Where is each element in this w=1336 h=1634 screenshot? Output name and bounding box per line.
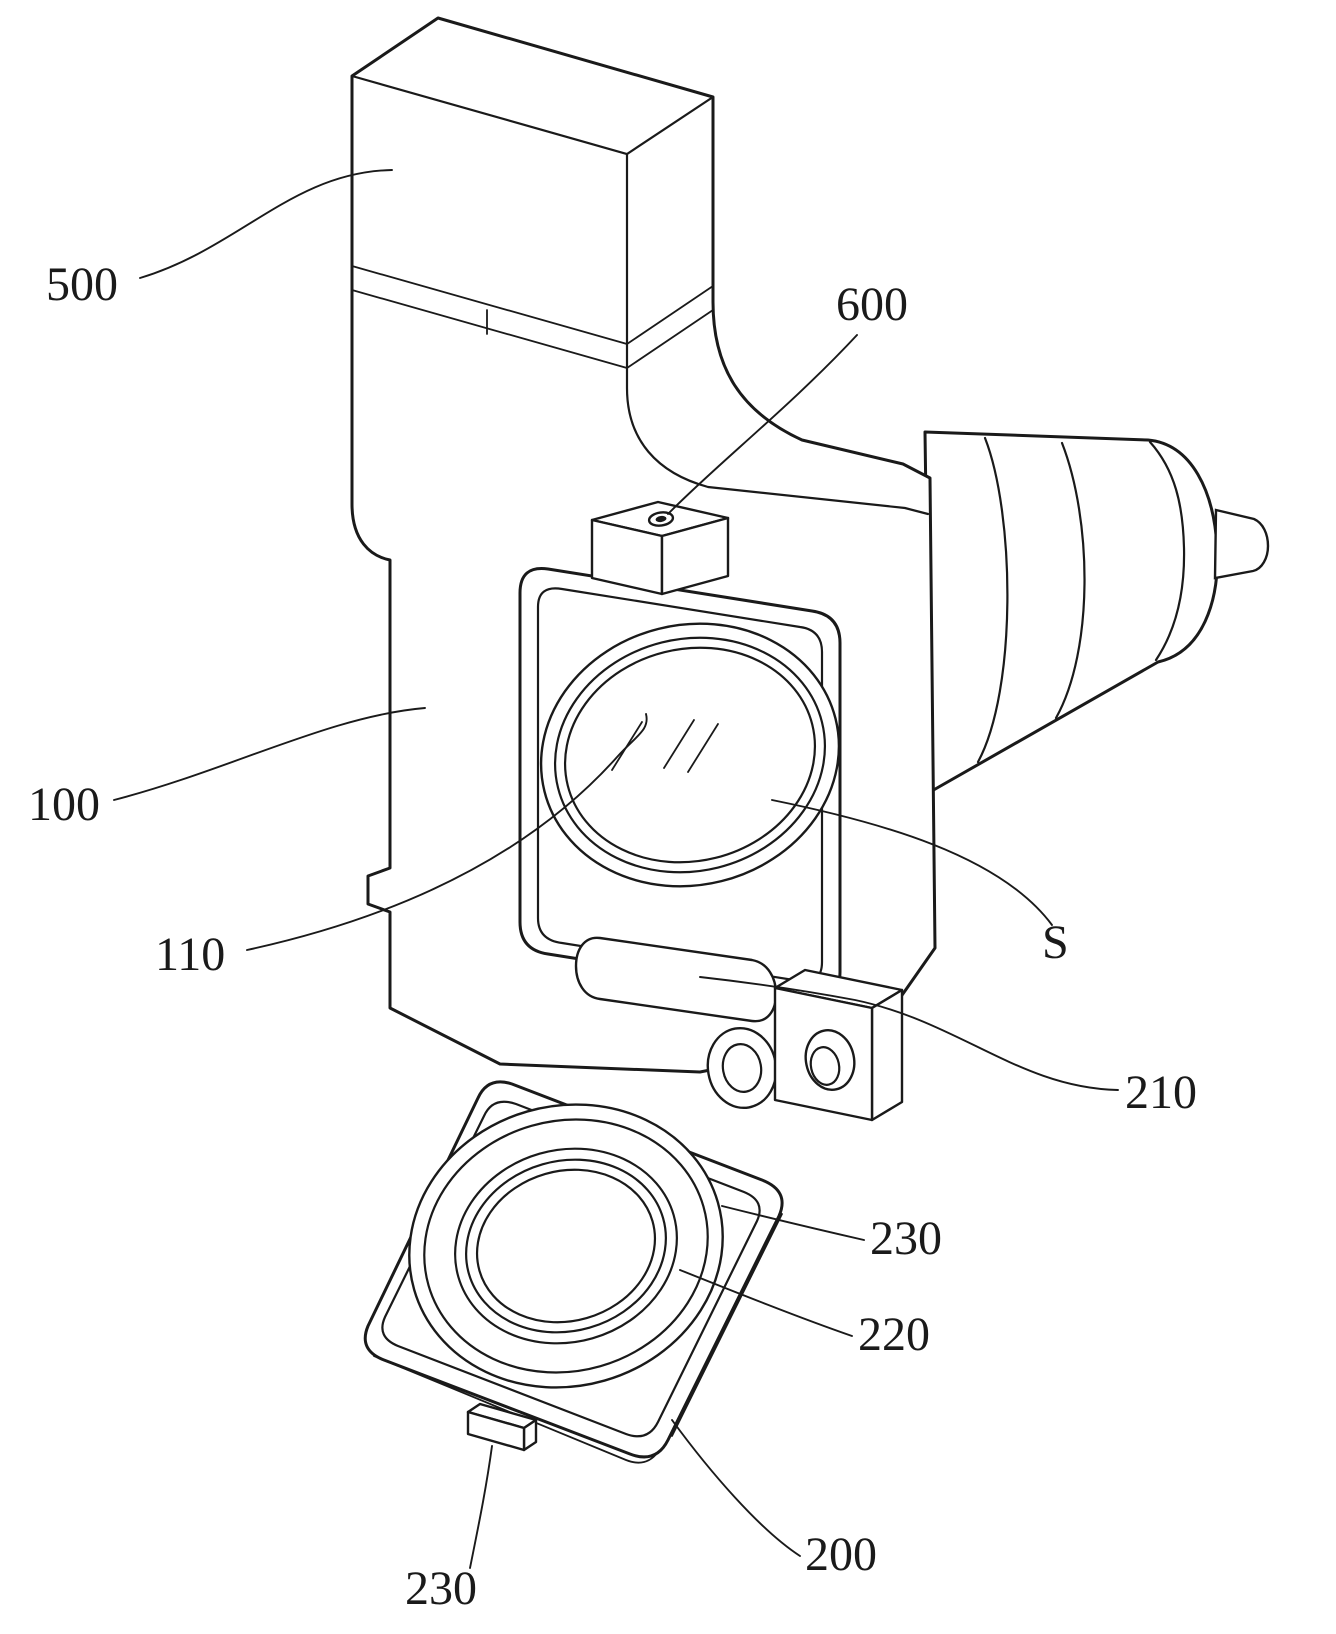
seal-ring-outer	[454, 1147, 678, 1345]
label-600: 600	[836, 278, 908, 331]
label-210: 210	[1125, 1066, 1197, 1119]
motor-assembly	[923, 430, 1270, 794]
plate-inner-rim	[381, 1100, 761, 1438]
cover-plate	[363, 1080, 784, 1464]
hinge-barrel	[574, 936, 778, 1023]
lens-surface-ring	[563, 646, 817, 864]
label-200: 200	[805, 1528, 877, 1581]
leader-220	[679, 1269, 853, 1337]
mirror-hatch-2	[663, 719, 695, 769]
lens-outer-ring	[539, 622, 841, 888]
leader-230-bottom	[469, 1445, 493, 1569]
label-S: S	[1042, 916, 1069, 969]
hinge-pin-end-inner	[721, 1043, 763, 1093]
hinge-assembly	[574, 936, 904, 1122]
lens-bevel-ring	[553, 636, 827, 874]
top-stopper-block	[590, 500, 730, 596]
retainer-ring-inner	[423, 1118, 709, 1374]
mirror-lens	[539, 622, 841, 888]
seam-line-1	[351, 265, 714, 345]
seal-ring-inner	[475, 1168, 657, 1324]
hinge-block-hole	[804, 1029, 856, 1091]
retainer-ring-outer	[408, 1103, 724, 1389]
reference-labels: 500 600 100 110 S 210 230 220 200 230	[28, 258, 1197, 1615]
plate-thickness-left	[373, 1355, 659, 1464]
hinge-block-hole-inner	[809, 1046, 841, 1086]
motor-body	[923, 430, 1219, 794]
hinge-block-side-face	[870, 988, 904, 1122]
label-230-bottom: 230	[405, 1562, 477, 1615]
lens-frame	[518, 567, 842, 998]
stopper-hole-center	[655, 515, 667, 523]
block-front-right-edge	[625, 152, 930, 516]
plate-thickness-right	[671, 1213, 783, 1437]
mirror-hatch-3	[687, 723, 719, 773]
motor-end-cap-line	[1148, 440, 1186, 662]
seam-line-2	[351, 289, 714, 369]
leader-500	[139, 169, 393, 279]
leader-210	[699, 976, 1119, 1091]
plate-tab-front-face	[466, 1410, 526, 1452]
motor-shaft-nub	[1213, 508, 1270, 580]
label-230-right: 230	[870, 1212, 942, 1265]
leader-110	[246, 713, 648, 951]
seal-ring-mid	[465, 1158, 667, 1334]
leader-600	[667, 334, 858, 515]
label-220: 220	[858, 1308, 930, 1361]
leader-100	[113, 707, 426, 801]
stopper-side-face	[660, 516, 730, 596]
cover-rings	[408, 1103, 724, 1389]
leader-200	[671, 1419, 801, 1557]
leader-lines	[113, 169, 1119, 1569]
label-110: 110	[155, 928, 225, 981]
motor-seam-arc-2	[976, 436, 1009, 764]
leader-S	[771, 799, 1053, 926]
motor-seam-arc-1	[1054, 441, 1086, 720]
leader-230-right	[721, 1205, 865, 1241]
label-100: 100	[28, 778, 100, 831]
label-500: 500	[46, 258, 118, 311]
